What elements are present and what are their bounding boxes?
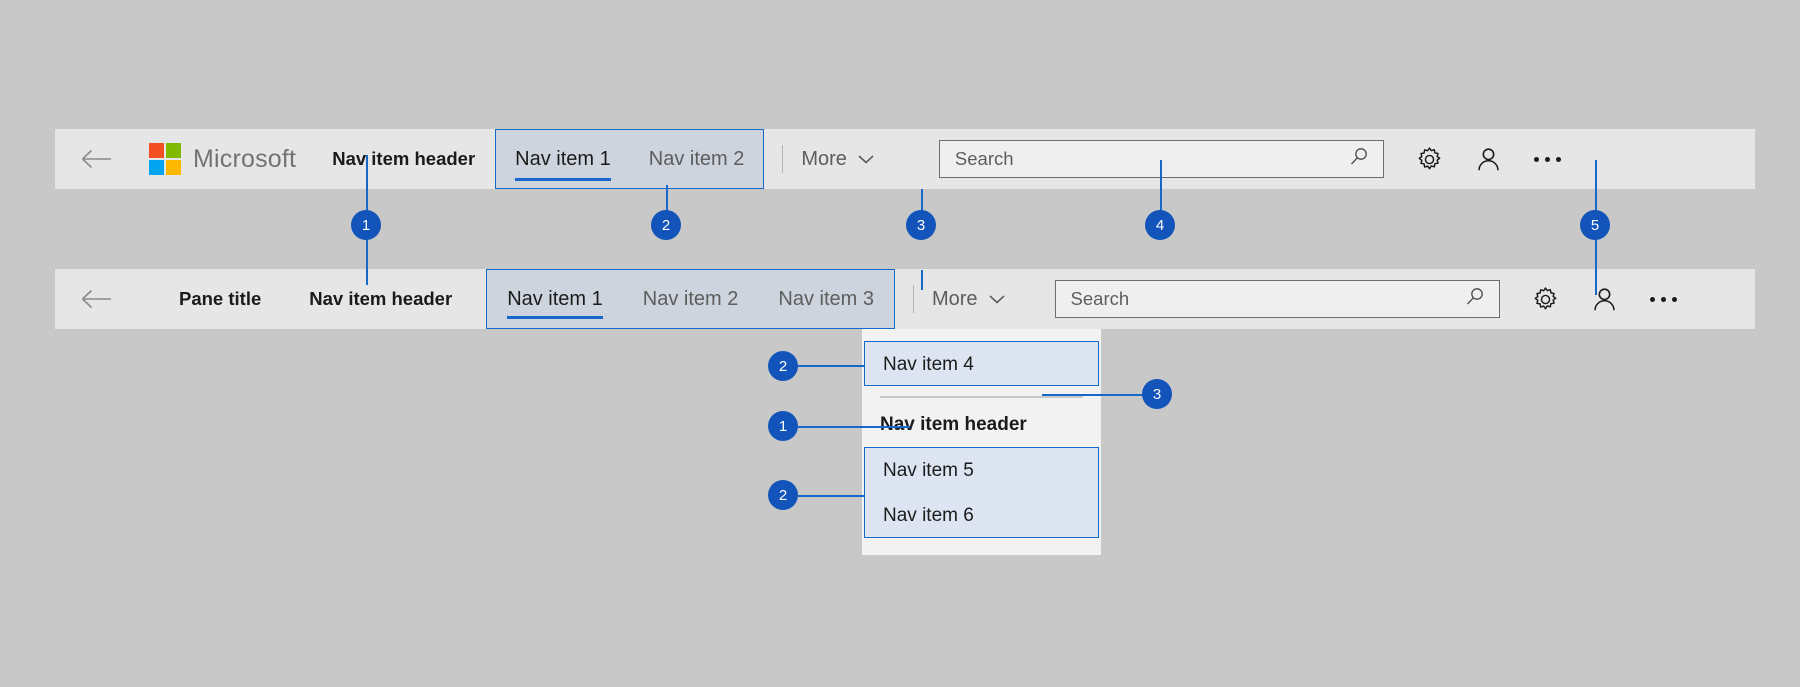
back-arrow-icon[interactable] xyxy=(73,269,119,329)
nav-item-group-compact: Nav item 1 Nav item 2 xyxy=(495,129,765,189)
microsoft-logo-icon xyxy=(149,143,181,175)
nav-divider-compact xyxy=(782,145,784,173)
search-icon[interactable] xyxy=(1465,287,1485,312)
dropdown-section-header: Nav item header xyxy=(880,414,1027,435)
dropdown-item-nav-item-5-label: Nav item 5 xyxy=(883,459,974,481)
dropdown-item-nav-item-5[interactable]: Nav item 5 xyxy=(865,448,1098,493)
callout-badge-4: 4 xyxy=(1145,210,1175,240)
nav-item-2-expanded[interactable]: Nav item 2 xyxy=(623,270,759,328)
callout-badge-dd-1: 1 xyxy=(768,411,798,441)
dropdown-item-nav-item-6-label: Nav item 6 xyxy=(883,504,974,526)
callout-badge-dd-2b: 2 xyxy=(768,480,798,510)
leader-line-3b xyxy=(921,270,923,290)
nav-item-group-expanded: Nav item 1 Nav item 2 Nav item 3 xyxy=(486,269,895,329)
callout-badge-dd-2a: 2 xyxy=(768,351,798,381)
leader-line-4 xyxy=(1160,160,1162,221)
nav-item-3-expanded[interactable]: Nav item 3 xyxy=(758,270,894,328)
nav-item-2-compact[interactable]: Nav item 2 xyxy=(630,130,764,188)
dropdown-item-nav-item-4-label: Nav item 4 xyxy=(883,353,974,375)
more-button-compact[interactable]: More xyxy=(801,148,874,171)
brand-wordmark: Microsoft xyxy=(193,144,297,173)
navbar-expanded: Pane title Nav item header Nav item 1 Na… xyxy=(55,269,1755,329)
active-indicator xyxy=(507,316,603,319)
nav-item-1-expanded-label: Nav item 1 xyxy=(507,287,603,310)
more-button-compact-label: More xyxy=(801,147,847,170)
dropdown-item-nav-item-6[interactable]: Nav item 6 xyxy=(865,493,1098,538)
nav-divider-expanded xyxy=(912,285,914,313)
leader-line-3 xyxy=(921,189,923,221)
person-icon[interactable] xyxy=(1583,277,1627,321)
nav-item-header-compact: Nav item header xyxy=(332,148,476,169)
search-placeholder-expanded: Search xyxy=(1070,288,1130,309)
chevron-down-icon xyxy=(989,294,1005,304)
dropdown-group-top: Nav item 4 xyxy=(864,341,1099,386)
dropdown-separator xyxy=(880,396,1083,398)
callout-badge-2: 2 xyxy=(651,210,681,240)
leader-line-dd-1 xyxy=(798,426,910,428)
chevron-down-icon xyxy=(858,154,874,164)
gear-icon[interactable] xyxy=(1524,277,1568,321)
search-input-expanded[interactable]: Search xyxy=(1054,280,1500,318)
more-button-expanded[interactable]: More xyxy=(932,288,1005,311)
dropdown-item-nav-item-4[interactable]: Nav item 4 xyxy=(865,342,1098,387)
nav-item-3-expanded-label: Nav item 3 xyxy=(778,287,874,310)
nav-item-1-compact[interactable]: Nav item 1 xyxy=(496,130,630,188)
search-placeholder-compact: Search xyxy=(954,148,1014,169)
nav-item-2-expanded-label: Nav item 2 xyxy=(642,287,739,310)
callout-badge-1: 1 xyxy=(351,210,381,240)
leader-line-2 xyxy=(666,185,668,221)
leader-line-dd-2a xyxy=(798,365,864,367)
nav-item-2-compact-label: Nav item 2 xyxy=(648,147,745,170)
leader-line-dd-3 xyxy=(1042,394,1157,396)
leader-line-dd-2b xyxy=(798,495,864,497)
ellipsis-dots xyxy=(1534,156,1562,162)
nav-item-1-expanded[interactable]: Nav item 1 xyxy=(487,270,623,328)
dropdown-group-bottom: Nav item 5 Nav item 6 xyxy=(864,447,1099,538)
more-dropdown-flyout: Nav item 4 Nav item header Nav item 5 Na… xyxy=(862,329,1101,555)
ellipsis-icon[interactable] xyxy=(1642,277,1686,321)
nav-item-header-expanded: Nav item header xyxy=(309,288,453,309)
ellipsis-icon[interactable] xyxy=(1526,137,1570,181)
more-button-expanded-label: More xyxy=(931,287,978,310)
person-icon[interactable] xyxy=(1467,137,1511,181)
callout-badge-dd-3: 3 xyxy=(1142,379,1172,409)
nav-item-1-compact-label: Nav item 1 xyxy=(515,147,611,170)
pane-title: Pane title xyxy=(179,288,262,309)
back-arrow-icon[interactable] xyxy=(73,129,119,189)
ellipsis-dots xyxy=(1650,296,1678,302)
navbar-compact: Microsoft Nav item header Nav item 1 Nav… xyxy=(55,129,1755,189)
search-icon[interactable] xyxy=(1349,147,1369,172)
gear-icon[interactable] xyxy=(1408,137,1452,181)
callout-badge-3: 3 xyxy=(906,210,936,240)
callout-badge-5: 5 xyxy=(1580,210,1610,240)
active-indicator xyxy=(515,178,611,181)
